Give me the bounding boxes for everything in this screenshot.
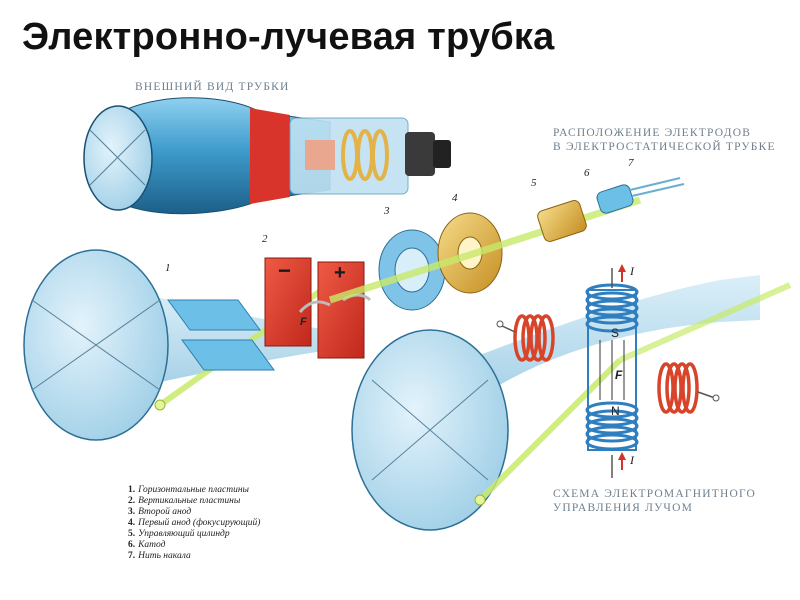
legend-item: 2.Вертикальные пластины: [128, 496, 241, 506]
caption-magnetic: СХЕМА ЭЛЕКТРОМАГНИТНОГО УПРАВЛЕНИЯ ЛУЧОМ: [553, 487, 756, 515]
plus-sign: +: [334, 262, 346, 284]
legend-item: 7.Нить накала: [128, 551, 191, 561]
caption-magnetic-line2: УПРАВЛЕНИЯ ЛУЧОМ: [553, 502, 694, 514]
part-number-3: 3: [384, 205, 390, 217]
legend-item: 5.Управляющий цилиндр: [128, 529, 230, 539]
minus-sign: −: [278, 258, 291, 283]
part-number-5: 5: [531, 177, 537, 189]
part-number-6: 6: [584, 167, 590, 179]
heater-filament: [629, 177, 685, 197]
part-number-7: 7: [628, 157, 634, 169]
page-title: Электронно-лучевая трубка: [22, 16, 555, 58]
beam-right: [477, 357, 623, 503]
vertical-plate-plus: [317, 261, 365, 359]
part-number-4: 4: [452, 192, 458, 204]
current-label-bottom: I: [630, 453, 634, 467]
part-number-1: 1: [165, 262, 171, 274]
horizontal-plate-top: [167, 299, 261, 331]
electromagnetic-tube: [351, 264, 792, 531]
legend-item: 4.Первый анод (фокусирующий): [128, 518, 261, 528]
exterior-tube: [83, 97, 451, 215]
legend-item: 6.Катод: [128, 540, 166, 550]
coil-left: [513, 314, 555, 362]
caption-exterior-text: ВНЕШНИЙ ВИД ТРУБКИ: [135, 81, 290, 93]
tube-base: [405, 132, 435, 176]
part-number-2: 2: [262, 233, 268, 245]
parts-legend: 1.Горизонтальные пластины 2.Вертикальные…: [128, 485, 260, 562]
caption-magnetic-line1: СХЕМА ЭЛЕКТРОМАГНИТНОГО: [553, 488, 757, 500]
inner-electrode: [305, 140, 335, 170]
cathode: [596, 184, 634, 214]
vertical-plate-minus: [264, 257, 312, 347]
legend-item: 3.Второй анод: [128, 507, 192, 517]
south-pole-label: S: [611, 326, 620, 340]
caption-electrostatic-line1: РАСПОЛОЖЕНИЕ ЭЛЕКТРОДОВ: [553, 127, 752, 139]
caption-electrostatic: РАСПОЛОЖЕНИЕ ЭЛЕКТРОДОВ В ЭЛЕКТРОСТАТИЧЕ…: [553, 126, 776, 154]
current-label-top: I: [630, 264, 634, 278]
electrostatic-tube: [23, 177, 685, 441]
force-label-right: F: [615, 368, 623, 382]
horizontal-plate-bottom: [181, 339, 275, 371]
coil-right: [657, 362, 699, 414]
north-pole-label: N: [611, 404, 620, 418]
neck-red-band: [250, 108, 290, 204]
force-label-left: F: [300, 316, 307, 328]
caption-exterior: ВНЕШНИЙ ВИД ТРУБКИ: [135, 80, 290, 94]
beam-center: [328, 196, 642, 304]
field-lines: [599, 340, 625, 400]
inner-coils: [341, 129, 389, 181]
legend-item: 1.Горизонтальные пластины: [128, 485, 249, 495]
control-cylinder: [537, 200, 587, 242]
caption-electrostatic-line2: В ЭЛЕКТРОСТАТИЧЕСКОЙ ТРУБКЕ: [553, 141, 776, 153]
